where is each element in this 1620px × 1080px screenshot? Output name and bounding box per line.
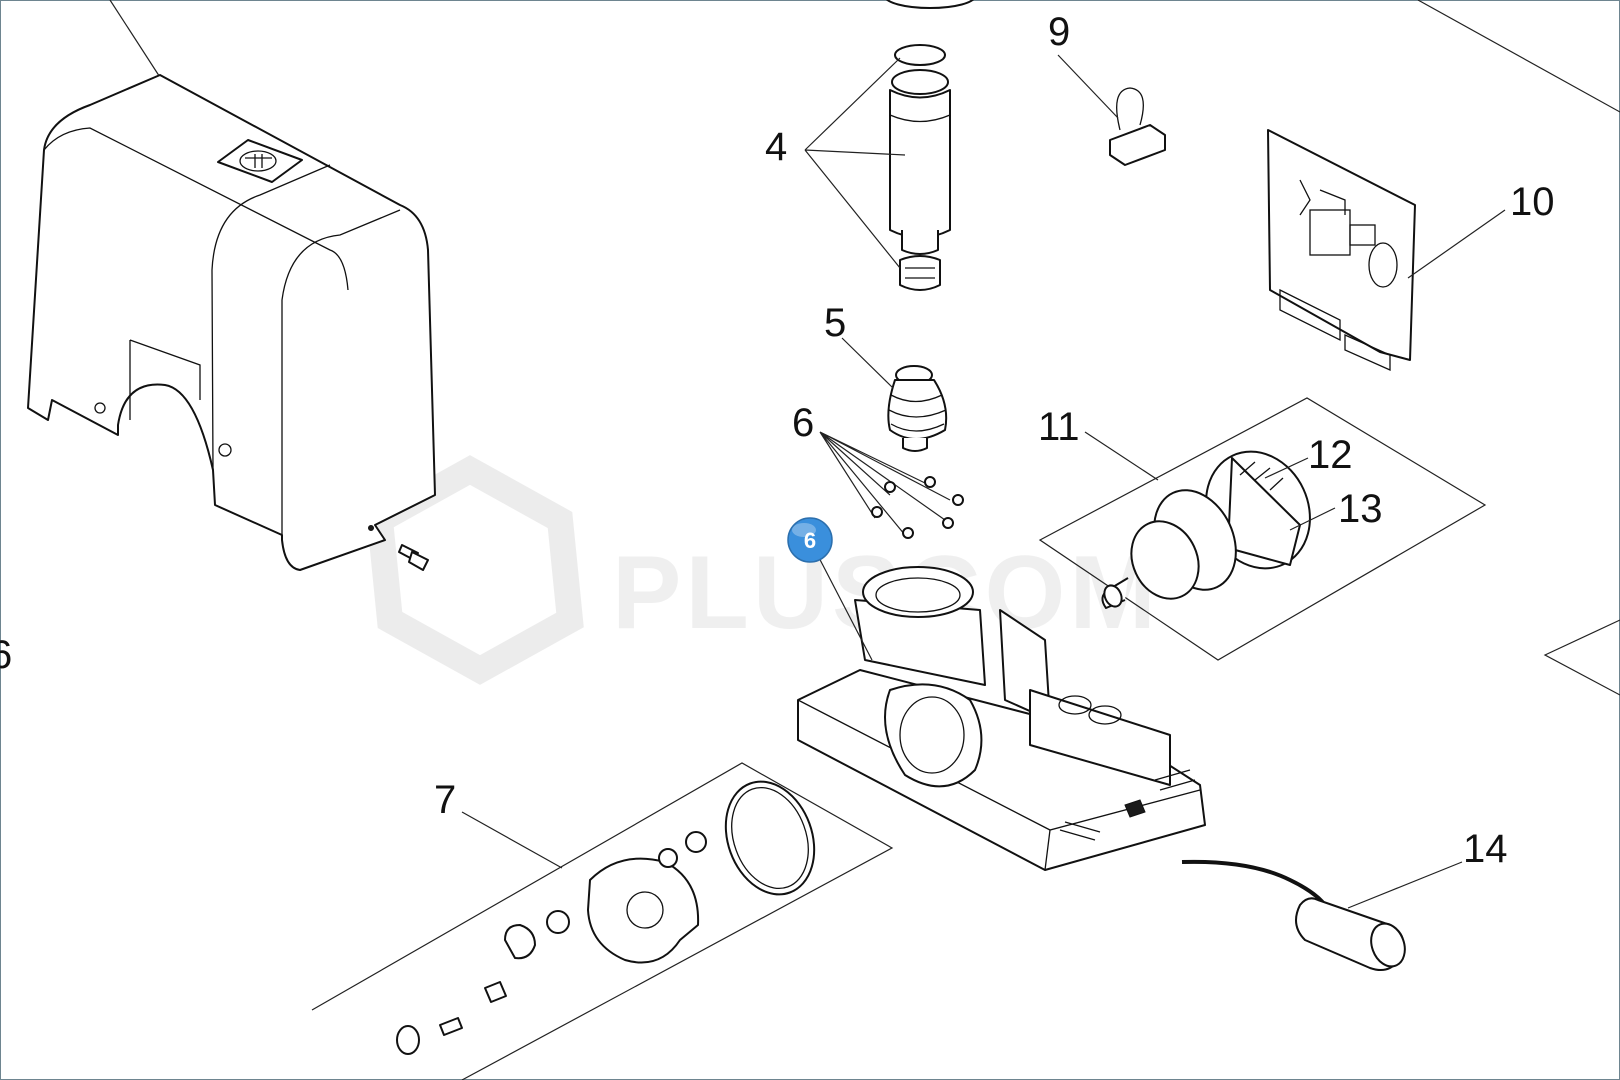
release-kit-part-7 (311, 762, 894, 1080)
callout-10[interactable]: 10 (1510, 180, 1555, 224)
callout-12[interactable]: 12 (1308, 433, 1353, 477)
callout-6-edge[interactable]: 6 (0, 633, 12, 677)
callout-9[interactable]: 9 (1048, 10, 1070, 54)
callout-7[interactable]: 7 (434, 778, 456, 822)
selected-part-marker-label: 6 (804, 528, 816, 553)
connector-part-9 (1057, 54, 1166, 166)
worm-gear-part-5 (841, 337, 948, 452)
cover-badge (217, 139, 303, 183)
screws-part-6 (819, 431, 964, 539)
cover-housing (27, 0, 436, 571)
cover-screw (398, 544, 429, 571)
callout-14[interactable]: 14 (1463, 827, 1508, 871)
selected-part-marker[interactable]: 6 (787, 517, 833, 563)
callout-5[interactable]: 5 (824, 301, 846, 345)
capacitor-part-14 (1181, 859, 1463, 971)
motor-part-4 (804, 0, 974, 291)
callout-labels: 4 5 6 6 7 9 10 11 12 13 14 (0, 10, 1555, 871)
callout-11[interactable]: 11 (1038, 405, 1080, 449)
callout-4[interactable]: 4 (765, 125, 787, 169)
callout-6[interactable]: 6 (792, 401, 814, 445)
control-board-part-10 (1267, 129, 1506, 372)
base-housing (797, 549, 1206, 871)
callout-13[interactable]: 13 (1338, 487, 1383, 531)
gear-shaft-part-11 (1038, 397, 1487, 661)
